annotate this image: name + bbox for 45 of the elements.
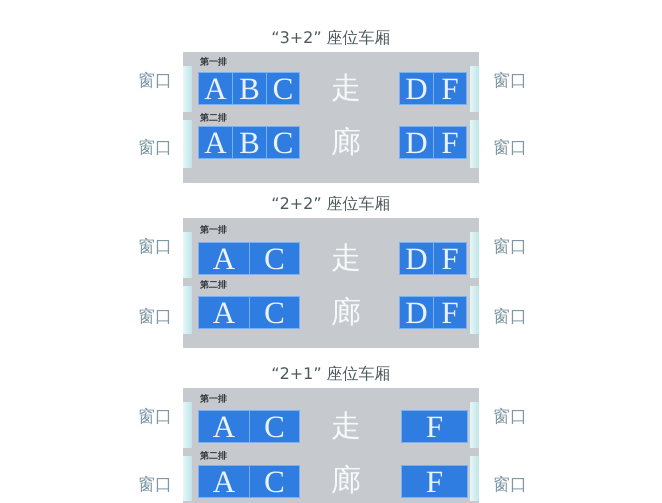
window-label: 窗口 <box>138 407 172 427</box>
window-label: 窗口 <box>493 237 527 257</box>
seat-box: C <box>249 242 300 275</box>
row-label: 第二排 <box>200 280 227 292</box>
seat-box: D <box>399 72 434 105</box>
seat-box: A <box>198 242 250 275</box>
seat-box: A <box>198 126 233 159</box>
seat-box: C <box>249 410 300 443</box>
row-label: 第一排 <box>200 58 227 68</box>
window-label: 窗口 <box>493 475 527 495</box>
seat-box: C <box>266 72 300 105</box>
window-label: 窗口 <box>493 138 527 158</box>
seat-box: F <box>433 126 467 159</box>
row-label: 第二排 <box>200 114 227 124</box>
window-label: 窗口 <box>138 307 172 327</box>
window-label: 窗口 <box>493 71 527 91</box>
seat-box: F <box>401 465 468 498</box>
seat-box: F <box>401 410 468 443</box>
seat-box: D <box>399 296 434 329</box>
seat-box: B <box>232 126 267 159</box>
window-label: 窗口 <box>138 237 172 257</box>
row-label: 第一排 <box>200 226 227 236</box>
seat-box: C <box>266 126 300 159</box>
window-label: 窗口 <box>138 475 172 495</box>
row-label: 第一排 <box>200 394 227 406</box>
carriage-title: “2+1” 座位车厢 <box>271 364 391 384</box>
seat-box: F <box>433 72 467 105</box>
seat-box: B <box>232 72 267 105</box>
seat-box: F <box>433 242 467 275</box>
seat-box: C <box>249 465 300 498</box>
carriage-title: “3+2” 座位车厢 <box>271 28 391 48</box>
seat-box: A <box>198 72 233 105</box>
row-label: 第二排 <box>200 452 227 462</box>
seat-box: A <box>198 296 250 329</box>
window-label: 窗口 <box>493 307 527 327</box>
window-label: 窗口 <box>138 138 172 158</box>
seat-box: A <box>198 465 250 498</box>
seat-box: F <box>433 296 467 329</box>
window-label: 窗口 <box>138 71 172 91</box>
window-label: 窗口 <box>493 407 527 427</box>
seat-box: D <box>399 242 434 275</box>
seat-box: A <box>198 410 250 443</box>
carriage-title: “2+2” 座位车厢 <box>271 194 391 214</box>
seat-box: C <box>249 296 300 329</box>
seat-box: D <box>399 126 434 159</box>
